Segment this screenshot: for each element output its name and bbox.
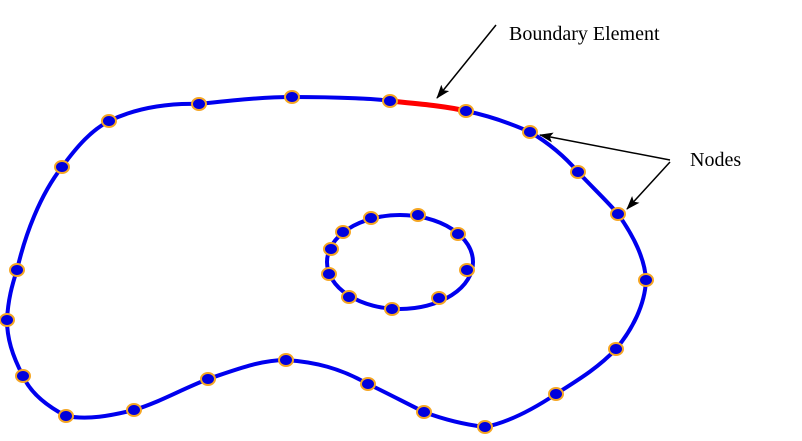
node-marker [382,94,398,108]
node-marker [323,242,339,256]
inner-nodes [321,208,475,316]
highlighted-boundary-element [389,98,467,114]
node-marker [360,377,376,391]
node-marker [278,353,294,367]
nodes-label: Nodes [690,149,741,171]
node-marker [335,225,351,239]
node-marker [416,405,432,419]
node-marker [341,290,357,304]
node-marker [321,267,337,281]
nodes-arrow-lower [626,161,671,210]
node-marker [608,342,624,356]
outer-nodes [0,90,654,434]
node-marker [431,291,447,305]
node-marker [9,263,25,277]
node-marker [458,104,474,118]
node-marker [450,227,466,241]
node-marker [54,160,70,174]
node-marker [548,387,564,401]
outer-boundary [4,94,649,430]
node-marker [15,369,31,383]
node-marker [101,114,117,128]
node-marker [191,97,207,111]
node-marker [200,372,216,386]
node-marker [522,125,538,139]
node-marker [384,302,400,316]
node-marker [0,313,15,327]
node-marker [570,165,586,179]
nodes-arrow-upper [539,132,671,161]
boundary-element-label: Boundary Element [509,23,660,45]
node-marker [477,420,493,434]
node-marker [363,211,379,225]
node-marker [459,263,475,277]
boundary-element-arrow [436,24,497,99]
node-marker [58,409,74,423]
node-marker [410,208,426,222]
node-marker [126,403,142,417]
node-marker [638,273,654,287]
node-marker [610,207,626,221]
node-marker [284,90,300,104]
